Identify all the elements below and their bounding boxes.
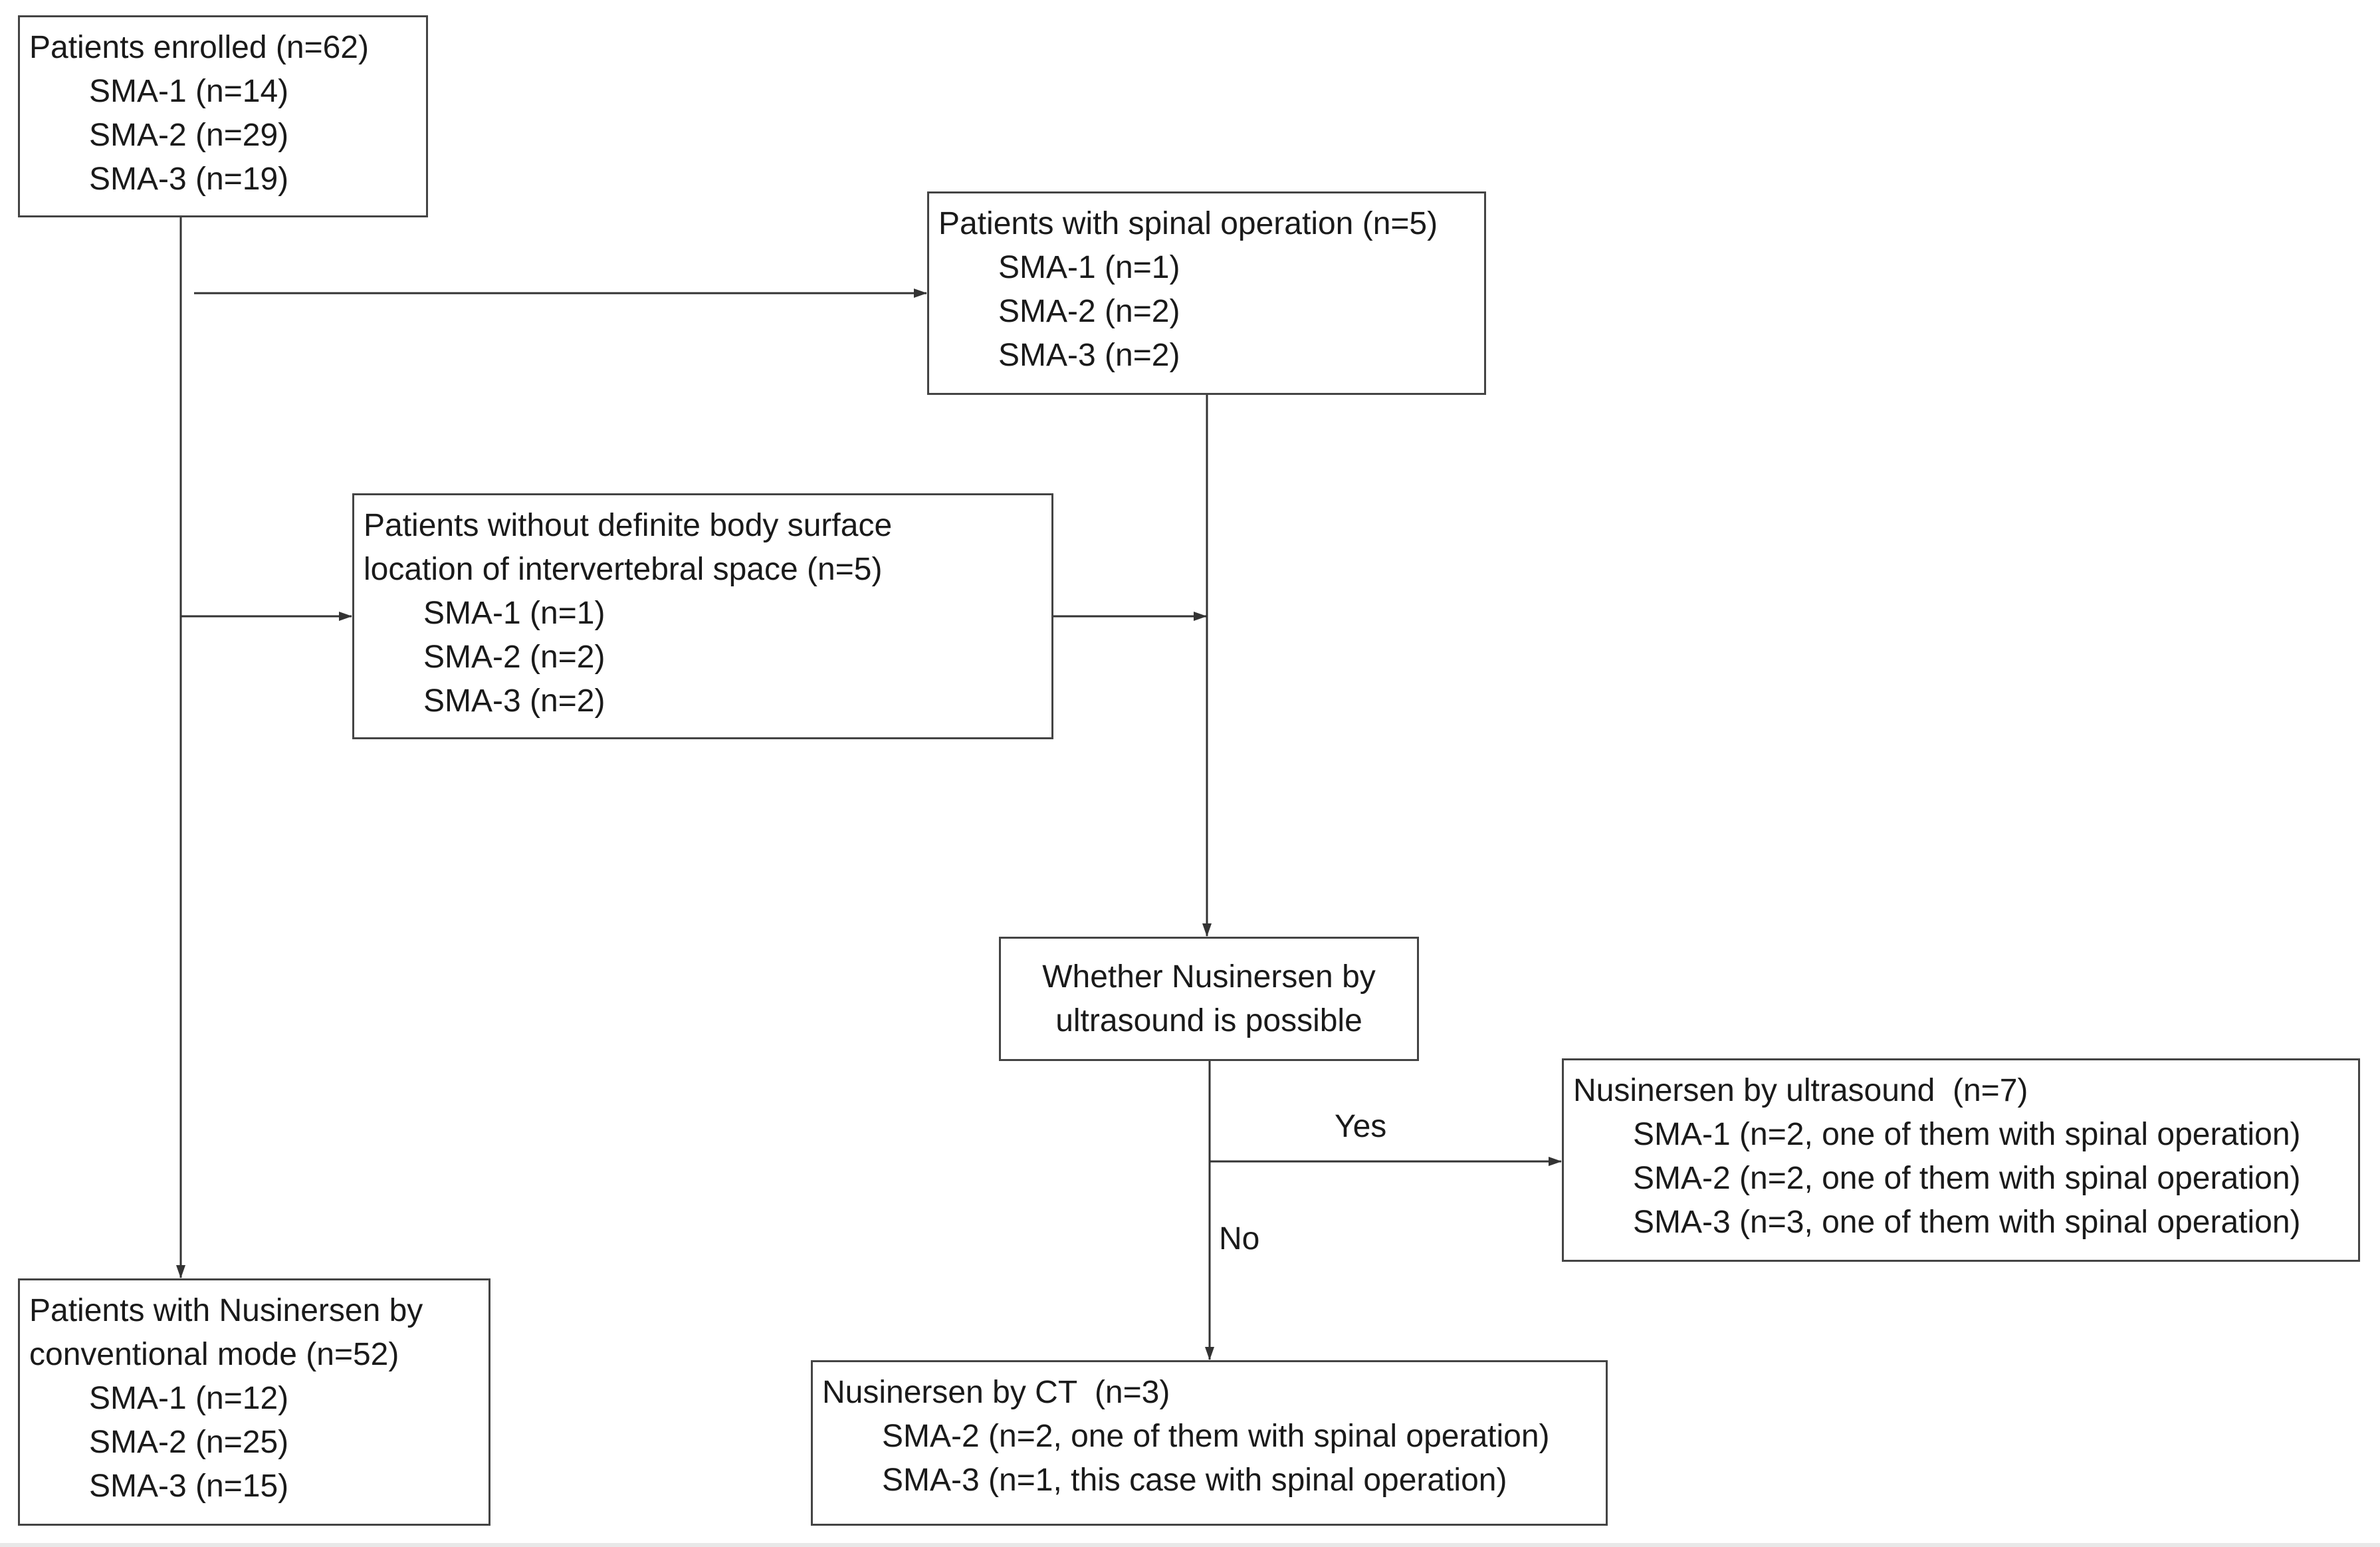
decision-line1: Whether Nusinersen by <box>1042 959 1376 995</box>
spinal-operation-title: Patients with spinal operation (n=5) <box>938 206 1438 241</box>
undefined-location-title-line2: location of intervertebral space (n=5) <box>364 552 883 587</box>
spinal-operation-box: Patients with spinal operation (n=5) SMA… <box>927 191 1486 395</box>
undefined-location-sma1: SMA-1 (n=1) <box>423 596 605 631</box>
undefined-location-sma3: SMA-3 (n=2) <box>423 683 605 719</box>
enrolled-sma1: SMA-1 (n=14) <box>89 74 289 109</box>
spinal-operation-sma3: SMA-3 (n=2) <box>998 338 1180 373</box>
ultrasound-title: Nusinersen by ultrasound (n=7) <box>1573 1073 2028 1108</box>
ct-sma3: SMA-3 (n=1, this case with spinal operat… <box>882 1463 1507 1498</box>
ct-box: Nusinersen by CT (n=3) SMA-2 (n=2, one o… <box>811 1360 1608 1526</box>
undefined-location-box: Patients without definite body surface l… <box>352 493 1053 739</box>
ct-sma2: SMA-2 (n=2, one of them with spinal oper… <box>882 1419 1550 1454</box>
undefined-location-title-line1: Patients without definite body surface <box>364 508 893 543</box>
ultrasound-sma2: SMA-2 (n=2, one of them with spinal oper… <box>1633 1161 2301 1196</box>
conventional-sma2: SMA-2 (n=25) <box>89 1425 289 1460</box>
decision-box: Whether Nusinersen by ultrasound is poss… <box>999 937 1419 1061</box>
bottom-border-strip <box>0 1543 2380 1547</box>
no-label: No <box>1219 1221 1260 1256</box>
enrolled-title: Patients enrolled (n=62) <box>29 30 369 65</box>
ultrasound-box: Nusinersen by ultrasound (n=7) SMA-1 (n=… <box>1562 1058 2360 1262</box>
yes-label: Yes <box>1335 1109 1387 1144</box>
enrolled-sma2: SMA-2 (n=29) <box>89 118 289 153</box>
enrolled-sma3: SMA-3 (n=19) <box>89 162 289 197</box>
ultrasound-sma1: SMA-1 (n=2, one of them with spinal oper… <box>1633 1117 2301 1152</box>
ct-title: Nusinersen by CT (n=3) <box>822 1375 1170 1410</box>
spinal-operation-sma1: SMA-1 (n=1) <box>998 250 1180 285</box>
undefined-location-sma2: SMA-2 (n=2) <box>423 640 605 675</box>
conventional-title-line1: Patients with Nusinersen by <box>29 1293 423 1328</box>
enrolled-box: Patients enrolled (n=62) SMA-1 (n=14) SM… <box>18 15 428 217</box>
decision-line2: ultrasound is possible <box>1055 1003 1362 1038</box>
conventional-title-line2: conventional mode (n=52) <box>29 1337 399 1372</box>
ultrasound-sma3: SMA-3 (n=3, one of them with spinal oper… <box>1633 1205 2301 1240</box>
spinal-operation-sma2: SMA-2 (n=2) <box>998 294 1180 329</box>
conventional-sma1: SMA-1 (n=12) <box>89 1381 289 1416</box>
conventional-sma3: SMA-3 (n=15) <box>89 1469 289 1504</box>
conventional-box: Patients with Nusinersen by conventional… <box>18 1278 490 1526</box>
